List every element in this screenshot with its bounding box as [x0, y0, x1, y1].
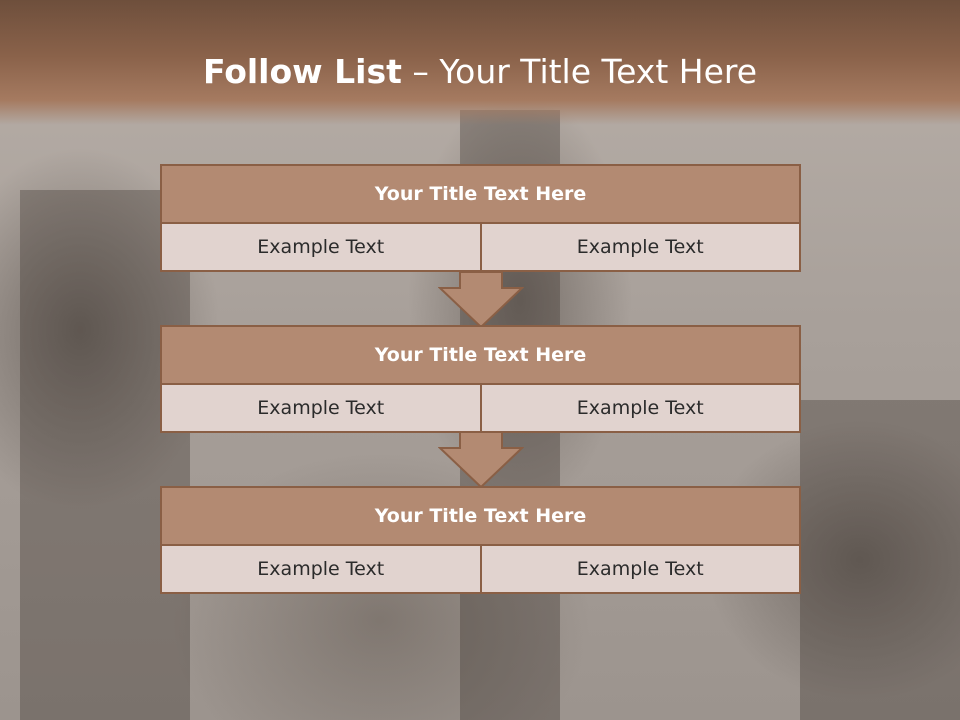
background-shape	[800, 400, 960, 720]
title-rest: – Your Title Text Here	[401, 52, 758, 91]
title-bold: Follow List	[202, 52, 402, 91]
list-block-3: Your Title Text Here Example Text Exampl…	[160, 486, 801, 594]
block-cell-right: Example Text	[481, 385, 799, 431]
block-row: Example Text Example Text	[162, 546, 799, 592]
block-row: Example Text Example Text	[162, 385, 799, 431]
down-arrow-icon	[438, 432, 524, 488]
list-block-2: Your Title Text Here Example Text Exampl…	[160, 325, 801, 433]
title-band	[0, 0, 960, 125]
block-cell-left: Example Text	[162, 224, 480, 270]
block-cell-left: Example Text	[162, 385, 480, 431]
background-shape	[20, 190, 190, 720]
block-title: Your Title Text Here	[162, 166, 799, 222]
block-title: Your Title Text Here	[162, 327, 799, 383]
list-block-1: Your Title Text Here Example Text Exampl…	[160, 164, 801, 272]
block-row: Example Text Example Text	[162, 224, 799, 270]
block-title: Your Title Text Here	[162, 488, 799, 544]
block-cell-right: Example Text	[481, 546, 799, 592]
block-cell-right: Example Text	[481, 224, 799, 270]
down-arrow-icon	[438, 272, 524, 328]
block-cell-left: Example Text	[162, 546, 480, 592]
slide-title: Follow List – Your Title Text Here	[0, 52, 960, 91]
